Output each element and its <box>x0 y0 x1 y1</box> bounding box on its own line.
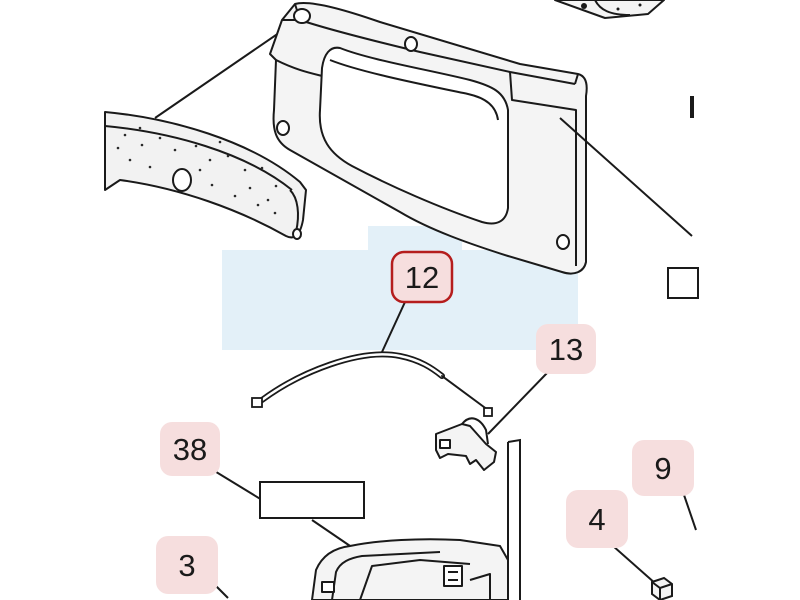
callout-label-12: 12 <box>405 260 439 295</box>
handle-bracket-part[interactable] <box>269 1 588 275</box>
leader-line-12 <box>381 301 406 353</box>
callout-13[interactable]: 13 <box>536 324 596 374</box>
callout-badge-12[interactable] <box>390 250 454 304</box>
clamp-part-13[interactable] <box>435 417 497 471</box>
callout-9[interactable]: 9 <box>632 440 694 496</box>
callout-label-38: 38 <box>173 432 207 467</box>
nut-part-4[interactable] <box>651 576 673 600</box>
foam-cushion-left-part[interactable] <box>104 111 307 240</box>
callout-38[interactable]: 38 <box>160 422 220 476</box>
callout-4[interactable]: 4 <box>566 490 628 548</box>
blank-label-box-right <box>667 267 699 299</box>
callout-label-13: 13 <box>549 332 583 367</box>
callout-label-3: 3 <box>178 548 195 583</box>
base-tray-part[interactable] <box>311 538 509 600</box>
leader-line-13 <box>487 371 549 435</box>
callout-badge-4[interactable] <box>566 490 628 548</box>
callout-badge-13[interactable] <box>536 324 596 374</box>
callout-layer: 12 13 38 9 4 3 <box>156 250 694 594</box>
callout-label-9: 9 <box>654 451 671 486</box>
leader-line-bracket-to-cushion <box>154 23 293 119</box>
edge-tick-right <box>690 96 694 118</box>
cable-part-12[interactable] <box>251 351 493 417</box>
callout-3[interactable]: 3 <box>156 536 218 594</box>
callout-badge-3[interactable] <box>156 536 218 594</box>
guide-lines <box>507 438 521 600</box>
callout-label-4: 4 <box>588 502 605 537</box>
blank-label-box <box>259 481 365 519</box>
foam-cushion-upper-part[interactable] <box>554 0 665 19</box>
callout-12[interactable]: 12 <box>390 250 454 304</box>
leader-line-bracket-right <box>559 117 693 237</box>
callout-badge-9[interactable] <box>632 440 694 496</box>
callout-badge-38[interactable] <box>160 422 220 476</box>
leader-line-9 <box>682 491 697 531</box>
